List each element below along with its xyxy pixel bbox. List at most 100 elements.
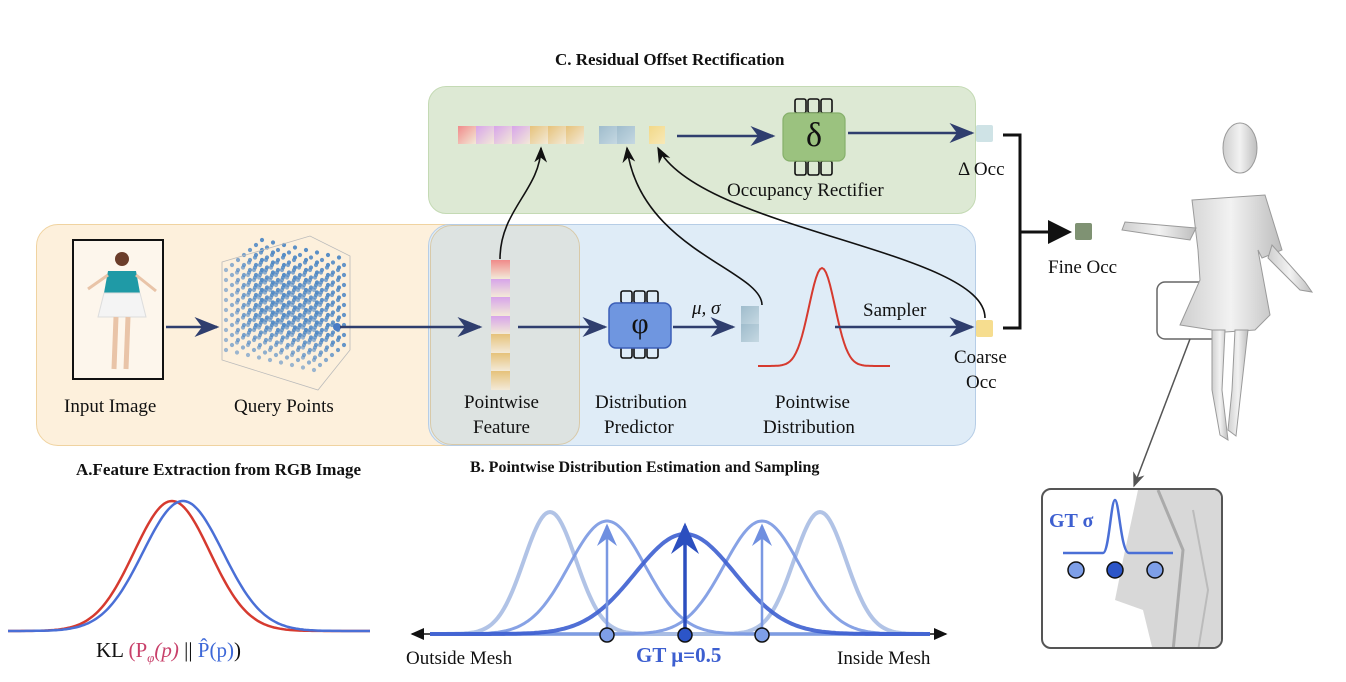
query-point [229, 312, 235, 318]
query-point [264, 255, 270, 260]
gt-sigma-label: GT σ [1049, 510, 1094, 532]
query-point [303, 287, 309, 293]
query-point [241, 272, 247, 278]
concat-feature-cell [530, 126, 548, 144]
sampler-label: Sampler [863, 300, 927, 321]
query-point [270, 240, 276, 245]
query-point [308, 325, 314, 330]
query-point [319, 257, 325, 263]
query-point [330, 310, 336, 315]
sample-point-center [1106, 561, 1124, 579]
query-point [274, 340, 280, 345]
query-point [223, 317, 229, 323]
query-point [325, 262, 331, 268]
query-point [280, 335, 286, 340]
query-point [325, 322, 331, 328]
section-a-title: A.Feature Extraction from RGB Image [76, 460, 362, 479]
query-point [241, 282, 247, 288]
gt-sigma-inset: GT σ [1041, 488, 1223, 649]
query-point [330, 340, 336, 345]
query-point [297, 302, 303, 308]
query-point [235, 267, 241, 273]
query-point [229, 342, 235, 348]
query-point [252, 335, 258, 340]
query-point [264, 285, 270, 290]
query-point [286, 260, 292, 265]
kl-prefix: KL [96, 638, 124, 662]
query-point [259, 307, 265, 313]
query-point [229, 292, 235, 298]
feature-cell [491, 371, 510, 390]
query-point [330, 260, 336, 265]
sample-point-left [1067, 561, 1085, 579]
query-point [281, 312, 287, 318]
query-point [259, 277, 265, 283]
query-point [297, 322, 303, 328]
query-point [341, 262, 347, 268]
query-point [330, 270, 336, 275]
query-point [247, 277, 253, 283]
sample-point [754, 627, 770, 643]
query-point [247, 287, 253, 293]
query-point [303, 317, 309, 323]
query-point [259, 317, 265, 323]
delta-occ-cell [976, 125, 993, 142]
query-point [314, 310, 320, 315]
panel-residual-rectification [428, 86, 976, 214]
query-point [253, 292, 259, 298]
query-point [241, 292, 247, 298]
mu-sigma-label: μ, σ [692, 298, 721, 319]
query-point [253, 322, 259, 328]
query-point [281, 322, 287, 328]
query-point [253, 262, 259, 268]
query-point [336, 305, 342, 310]
query-point [297, 272, 303, 278]
query-point [325, 252, 331, 258]
pointwise-distribution-label-1: Pointwise [775, 392, 850, 413]
outside-mesh-label: Outside Mesh [406, 648, 513, 669]
query-point [314, 270, 320, 275]
arrow-coarse-to-concat [657, 146, 986, 319]
query-point [262, 350, 268, 355]
query-point [341, 282, 347, 288]
query-point [281, 282, 287, 288]
query-point [229, 332, 235, 338]
query-point [330, 300, 336, 305]
query-point [303, 297, 309, 303]
coarse-occ-cell [976, 320, 993, 337]
query-point [229, 262, 235, 268]
query-point [241, 262, 247, 268]
query-point [235, 257, 241, 263]
query-point [235, 277, 241, 283]
query-point [297, 262, 303, 268]
query-point [241, 302, 247, 308]
query-point [318, 350, 324, 355]
query-point [313, 342, 319, 348]
query-point [325, 302, 331, 308]
input-image-label: Input Image [64, 396, 157, 417]
query-points-label: Query Points [234, 396, 334, 417]
query-point [330, 330, 336, 335]
query-point [278, 360, 284, 365]
fine-occ-label: Fine Occ [1048, 257, 1118, 278]
gt-mu-label: GT μ=0.5 [636, 643, 722, 667]
query-point [325, 272, 331, 278]
pointwise-feature-label-1: Pointwise [464, 392, 539, 413]
query-point [253, 302, 259, 308]
inset-mesh-texture [1115, 490, 1221, 647]
query-point [247, 297, 253, 303]
query-point [314, 250, 320, 255]
pointwise-feature-label-2: Feature [473, 417, 530, 438]
query-point [341, 302, 347, 308]
query-point [247, 267, 253, 273]
query-point [247, 327, 253, 333]
query-point [275, 297, 281, 303]
query-point [275, 327, 281, 333]
query-point [323, 357, 329, 363]
query-point [292, 255, 298, 260]
query-point [314, 260, 320, 265]
